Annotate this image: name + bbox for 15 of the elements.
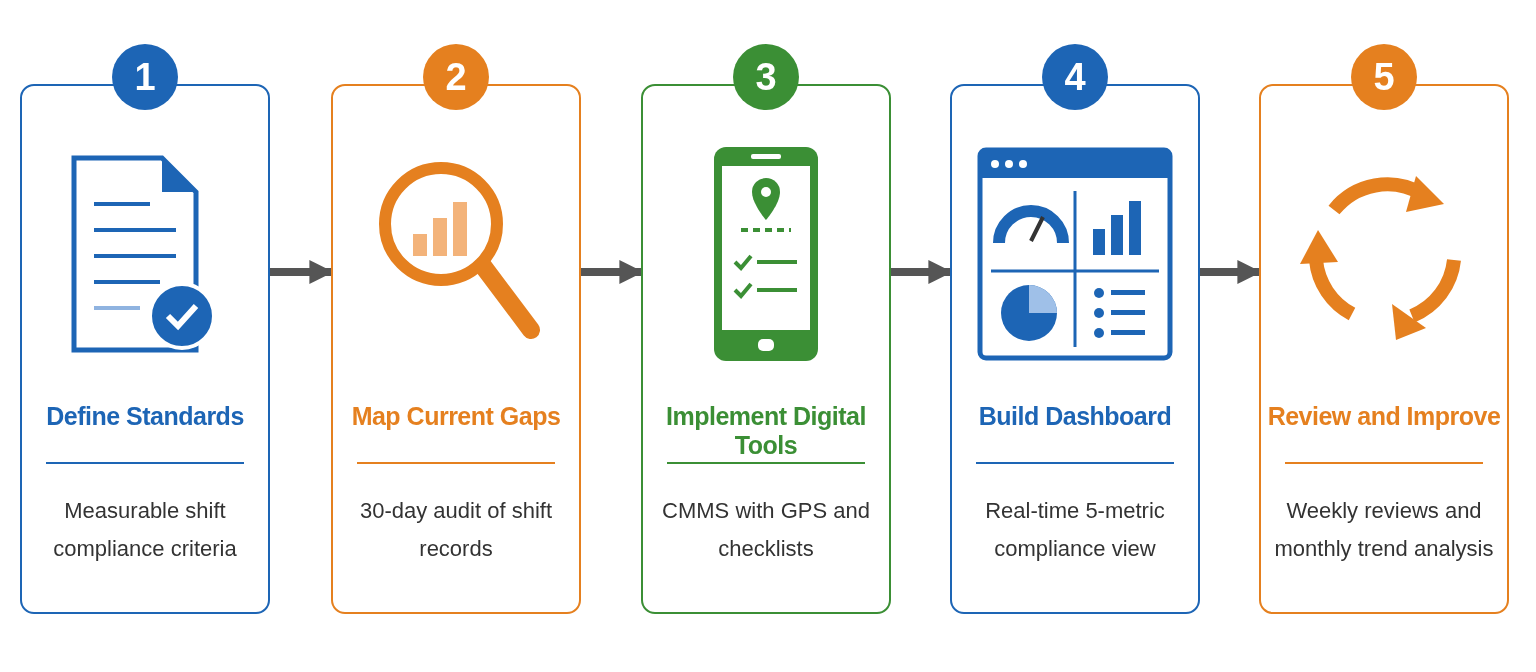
step-title: Build Dashboard bbox=[977, 402, 1173, 431]
step-number: 4 bbox=[1042, 44, 1108, 110]
step-number: 3 bbox=[733, 44, 799, 110]
step-description: 30-day audit of shift records bbox=[359, 497, 553, 563]
step-number: 5 bbox=[1351, 44, 1417, 110]
step-description: Real-time 5-metric compliance view bbox=[984, 497, 1166, 563]
step-description: CMMS with GPS and checklists bbox=[661, 497, 871, 563]
step-description: Measurable shift compliance criteria bbox=[52, 497, 238, 563]
step-title: Map Current Gaps bbox=[350, 402, 562, 431]
step-title: Define Standards bbox=[45, 402, 245, 431]
step-title: Review and Improve bbox=[1266, 402, 1502, 431]
step-description: Weekly reviews and monthly trend analysis bbox=[1273, 497, 1495, 563]
step-number: 1 bbox=[112, 44, 178, 110]
step-title: Implement Digital Tools bbox=[665, 402, 867, 460]
step-number: 2 bbox=[423, 44, 489, 110]
